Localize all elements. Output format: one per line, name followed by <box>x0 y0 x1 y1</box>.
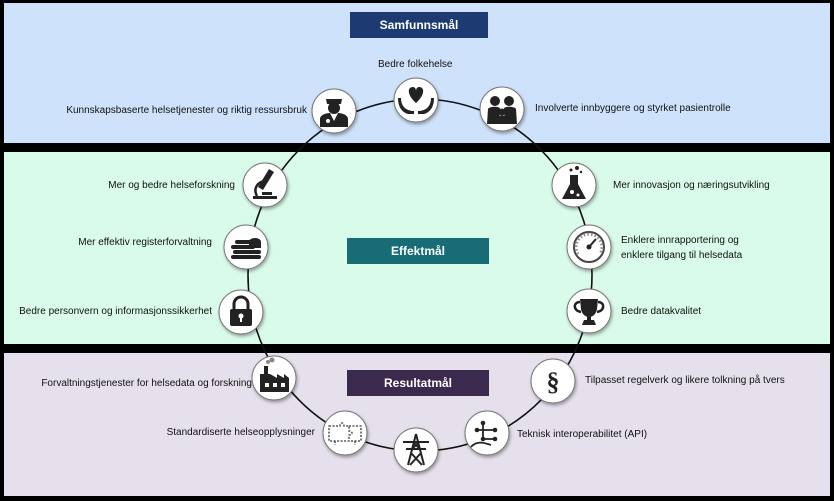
label-helseforskning: Mer og bedre helseforskning <box>108 180 235 191</box>
label-innrapportering-line1: Enklere innrapportering og <box>621 235 739 246</box>
label-regelverk: Tilpasset regelverk og likere tolkning p… <box>585 375 785 386</box>
coin-stacks-icon <box>223 224 269 270</box>
doctor-icon <box>311 88 357 134</box>
label-bedre-folkehelse: Bedre folkehelse <box>378 59 453 70</box>
label-personvern: Bedre personvern og informasjonssikkerhe… <box>19 306 212 317</box>
label-forvaltningstjenester: Forvaltningstjenester for helsedata og f… <box>41 378 252 389</box>
label-kunnskapsbaserte: Kunnskapsbaserte helsetjenester og rikti… <box>66 105 307 116</box>
gauge-icon <box>566 224 612 270</box>
trophy-icon <box>566 288 612 334</box>
padlock-icon <box>218 289 264 335</box>
label-interoperabilitet: Teknisk interoperabilitet (API) <box>517 429 648 440</box>
label-registerforvaltning: Mer effektiv registerforvaltning <box>78 237 212 248</box>
network-hand-icon <box>464 410 510 456</box>
label-datakvalitet: Bedre datakvalitet <box>621 306 702 317</box>
power-tower-icon <box>393 427 439 473</box>
samfunnsmal-tag: Samfunnsmål <box>350 12 488 38</box>
label-involverte-innbyggere: Involverte innbyggere og styrket pasient… <box>535 103 731 114</box>
puzzle-icon <box>322 410 368 456</box>
label-innrapportering-line2: enklere tilgang til helsedata <box>621 250 743 261</box>
paragraph-icon: § <box>530 358 576 404</box>
effektmal-tag: Effektmål <box>347 238 489 264</box>
heart-hands-icon <box>393 77 439 123</box>
resultatmal-tag: Resultatmål <box>347 370 489 396</box>
microscope-icon <box>242 162 288 208</box>
flask-icon <box>551 162 597 208</box>
label-standardiserte: Standardiserte helseopplysninger <box>166 427 315 438</box>
label-innovasjon: Mer innovasjon og næringsutvikling <box>613 180 770 191</box>
svg-text:§: § <box>547 367 560 396</box>
factory-icon <box>251 355 297 401</box>
family-icon <box>479 86 525 132</box>
